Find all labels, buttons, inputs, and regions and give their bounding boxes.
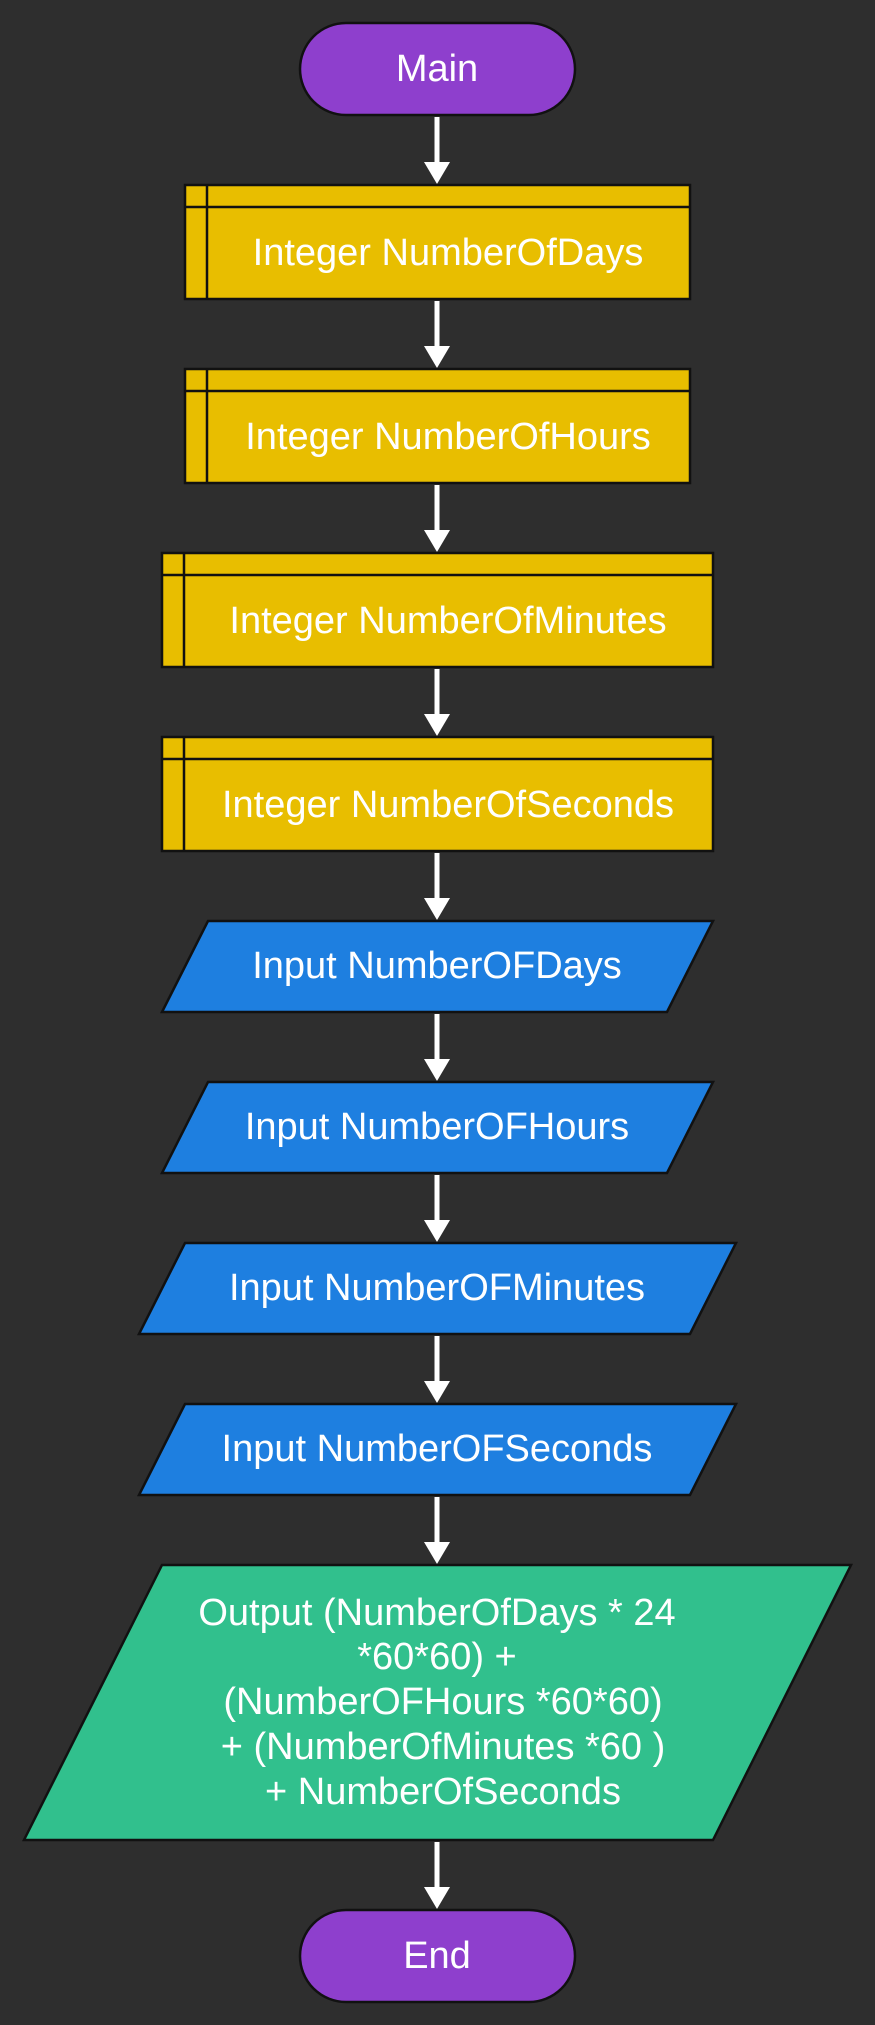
input-node-hours: Input NumberOFHours [159, 1080, 716, 1175]
input-node-seconds: Input NumberOFSeconds [136, 1402, 739, 1497]
arrow-connector [424, 301, 450, 368]
input-label: Input NumberOFHours [245, 1106, 629, 1148]
output-label-line: *60*60) + [357, 1636, 517, 1678]
input-node-minutes: Input NumberOFMinutes [136, 1241, 739, 1336]
start-label: Main [396, 48, 478, 90]
declaration-label: Integer NumberOfDays [253, 232, 644, 274]
input-label: Input NumberOFSeconds [222, 1428, 653, 1470]
arrow-connector [424, 1175, 450, 1242]
end-node: End [298, 1908, 577, 2004]
end-label: End [403, 1935, 471, 1977]
output-node: Output (NumberOfDays * 24 *60*60) + (Num… [21, 1563, 854, 1842]
declaration-label: Integer NumberOfMinutes [229, 600, 666, 642]
arrow-connector [424, 485, 450, 552]
arrow-connector [424, 1842, 450, 1909]
declaration-node-days: Integer NumberOfDays [183, 183, 692, 301]
input-label: Input NumberOFMinutes [229, 1267, 645, 1309]
start-node: Main [298, 21, 577, 117]
output-label-line: Output (NumberOfDays * 24 [198, 1592, 675, 1634]
arrow-connector [424, 1336, 450, 1403]
arrow-connector [424, 117, 450, 184]
input-node-days: Input NumberOFDays [159, 919, 716, 1014]
arrow-connector [424, 1014, 450, 1081]
output-label-line: + NumberOfSeconds [265, 1771, 621, 1813]
output-label-line: (NumberOFHours *60*60) [223, 1681, 662, 1723]
declaration-node-minutes: Integer NumberOfMinutes [160, 551, 715, 669]
declaration-node-seconds: Integer NumberOfSeconds [160, 735, 715, 853]
input-label: Input NumberOFDays [252, 945, 622, 987]
arrow-connector [424, 669, 450, 736]
declaration-label: Integer NumberOfSeconds [222, 784, 674, 826]
declaration-node-hours: Integer NumberOfHours [183, 367, 692, 485]
arrow-connector [424, 1497, 450, 1564]
declaration-label: Integer NumberOfHours [245, 416, 651, 458]
arrow-connector [424, 853, 450, 920]
output-label-line: + (NumberOfMinutes *60 ) [221, 1726, 666, 1768]
